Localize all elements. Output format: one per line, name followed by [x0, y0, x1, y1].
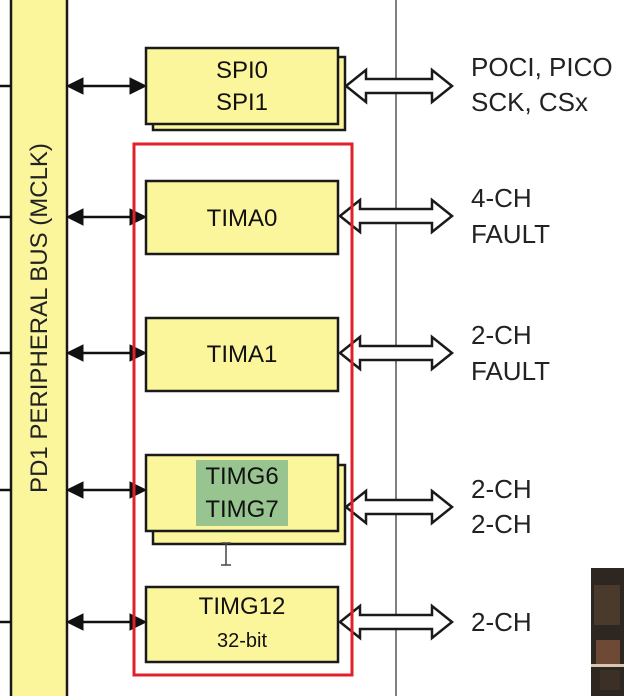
bus-left-ticks	[0, 84, 11, 624]
text-cursor-icon	[221, 542, 231, 566]
selection-highlight-box	[132, 142, 354, 677]
signal-labels: POCI, PICO SCK, CSx 4-CH FAULT 2-CH FAUL…	[471, 52, 613, 637]
tima1-signals-line2: FAULT	[471, 356, 550, 386]
timg7-label: TIMG7	[205, 496, 278, 523]
tima0-block: TIMA0	[144, 179, 340, 256]
tima1-signals-line1: 2-CH	[471, 320, 532, 350]
timg67-block: TIMG6 TIMG7	[144, 453, 347, 546]
bus-arrows	[65, 77, 148, 631]
spi-block-front	[144, 46, 340, 126]
output-arrow-timg67	[343, 488, 455, 526]
timg6-label: TIMG6	[205, 463, 278, 490]
output-arrow-timg12	[337, 603, 455, 641]
spi1-label: SPI1	[216, 89, 268, 116]
spi-signals-line2: SCK, CSx	[471, 87, 588, 117]
webcam-overlay	[591, 568, 624, 696]
tima1-block: TIMA1	[144, 316, 340, 393]
tima0-signals-line1: 4-CH	[471, 183, 532, 213]
timg12-label: TIMG12	[199, 593, 286, 620]
tima1-label: TIMA1	[207, 341, 278, 368]
output-arrow-spi	[343, 67, 455, 105]
timg12-block: TIMG12 32-bit	[144, 585, 340, 664]
text-highlight	[196, 460, 288, 526]
tima0-label: TIMA0	[207, 205, 278, 232]
output-arrows	[337, 67, 455, 641]
bus-arrow-spi	[65, 77, 148, 95]
spi-block: SPI0 SPI1	[144, 46, 347, 132]
peripheral-bus	[9, 0, 69, 696]
tima0-signals-line2: FAULT	[471, 219, 550, 249]
output-arrow-tima0	[337, 197, 455, 235]
output-arrow-tima1	[337, 334, 455, 372]
timg12-signals: 2-CH	[471, 607, 532, 637]
timg7-signals: 2-CH	[471, 509, 532, 539]
spi0-label: SPI0	[216, 57, 268, 84]
bus-label: PD1 PERIPHERAL BUS (MCLK)	[26, 143, 53, 493]
timg6-signals: 2-CH	[471, 474, 532, 504]
spi-signals-line1: POCI, PICO	[471, 52, 613, 82]
timg12-sublabel: 32-bit	[217, 630, 267, 652]
